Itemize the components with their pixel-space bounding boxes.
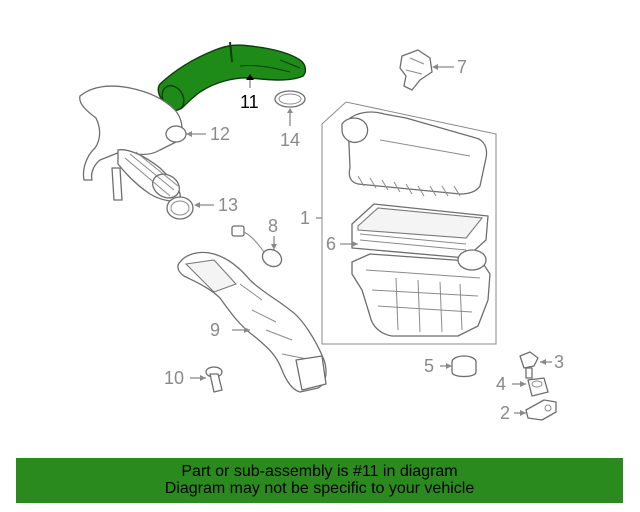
part-8-sensor[interactable]: 8 <box>231 216 285 270</box>
air-cleaner-case <box>351 249 491 337</box>
callout-label-4: 4 <box>496 374 506 394</box>
part-9-inlet-duct[interactable]: 9 <box>177 251 327 393</box>
callout-label-13: 13 <box>218 195 238 215</box>
part-7-sensor[interactable]: 7 <box>399 49 467 91</box>
part-3-bolt[interactable]: 3 <box>519 351 564 379</box>
callout-label-10: 10 <box>164 368 184 388</box>
banner-line-2: Diagram may not be specific to your vehi… <box>164 480 475 497</box>
callout-label-14: 14 <box>280 130 300 150</box>
callout-label-8: 8 <box>268 216 278 236</box>
callout-label-3: 3 <box>554 352 564 372</box>
part-2-bracket[interactable]: 2 <box>500 399 557 423</box>
part-1-air-cleaner-assembly[interactable]: 1 <box>300 101 497 345</box>
callout-11: 11 <box>240 74 259 112</box>
callout-label-6: 6 <box>326 234 336 254</box>
banner-line-1: Part or sub-assembly is #11 in diagram <box>181 463 458 480</box>
air-cleaner-cover <box>341 111 488 197</box>
part-10-clip[interactable]: 10 <box>164 366 223 393</box>
part-14-clamp[interactable]: 14 <box>274 90 306 150</box>
callout-label-1: 1 <box>300 208 310 228</box>
callout-label-11: 11 <box>240 92 259 112</box>
part-12-intake-duct[interactable]: 12 <box>79 85 230 202</box>
part-5-grommet[interactable]: 5 <box>424 355 477 378</box>
callout-label-12: 12 <box>210 124 230 144</box>
info-banner: Part or sub-assembly is #11 in diagram D… <box>16 458 623 503</box>
part-13-clamp[interactable]: 13 <box>166 195 238 220</box>
callout-label-7: 7 <box>457 57 467 77</box>
part-4-cushion[interactable]: 4 <box>496 374 549 397</box>
parts-diagram: 11 14 12 13 7 <box>79 41 564 423</box>
callout-label-9: 9 <box>210 320 220 340</box>
callout-label-2: 2 <box>500 403 510 423</box>
callout-label-5: 5 <box>424 356 434 376</box>
part-6-air-filter[interactable]: 6 <box>326 203 489 259</box>
